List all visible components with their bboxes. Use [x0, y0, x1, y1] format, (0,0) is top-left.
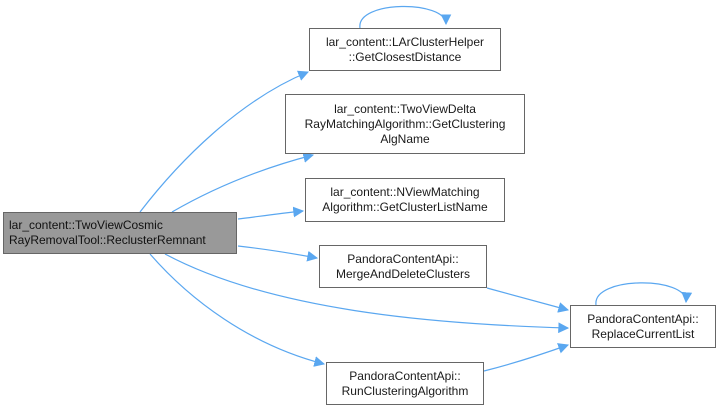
node-label-line: MergeAndDeleteClusters	[335, 266, 471, 281]
node-get-closest-distance[interactable]: lar_content::LArClusterHelper ::GetClose…	[309, 28, 501, 71]
edge-reclusterRemnant-to-mergeAndDeleteClusters	[237, 245, 319, 262]
edge-runClusteringAlgorithm-to-replaceCurrentList	[483, 343, 570, 372]
node-run-clustering-algorithm[interactable]: PandoraContentApi:: RunClusteringAlgorit…	[326, 362, 484, 405]
node-label-line: ::GetClosestDistance	[348, 49, 462, 64]
node-label-line: lar_content::LArClusterHelper	[325, 34, 485, 49]
node-label-line: lar_content::TwoViewCosmic	[9, 218, 163, 232]
node-get-clustering-alg-name[interactable]: lar_content::TwoViewDelta RayMatchingAlg…	[285, 94, 525, 154]
edge-reclusterRemnant-to-replaceCurrentList	[164, 253, 570, 334]
edge-getClosestDistance-to-getClosestDistance	[359, 5, 452, 29]
node-label-line: PandoraContentApi::	[349, 368, 461, 383]
node-merge-and-delete-clusters[interactable]: PandoraContentApi:: MergeAndDeleteCluste…	[319, 245, 487, 288]
node-label-line: lar_content::TwoViewDelta	[334, 101, 476, 116]
node-label-line: PandoraContentApi::	[587, 311, 699, 326]
node-label-line: ReplaceCurrentList	[591, 326, 695, 341]
node-label-line: AlgName	[380, 131, 430, 146]
node-label-line: RayMatchingAlgorithm::GetClustering	[304, 116, 506, 131]
node-label-line: PandoraContentApi::	[347, 251, 459, 266]
node-get-cluster-list-name[interactable]: lar_content::NViewMatching Algorithm::Ge…	[305, 178, 505, 222]
edge-reclusterRemnant-to-getClusterListName	[237, 206, 305, 220]
node-recluster-remnant[interactable]: lar_content::TwoViewCosmic RayRemovalToo…	[3, 212, 237, 254]
node-label-line: Algorithm::GetClusterListName	[322, 200, 488, 214]
edge-replaceCurrentList-to-replaceCurrentList	[595, 282, 693, 306]
edge-reclusterRemnant-to-getClusteringAlgName	[171, 152, 315, 213]
edge-reclusterRemnant-to-getClosestDistance	[139, 70, 309, 213]
edge-reclusterRemnant-to-runClusteringAlgorithm	[149, 253, 326, 367]
node-label-line: RayRemovalTool::ReclusterRemnant	[9, 233, 206, 247]
node-replace-current-list[interactable]: PandoraContentApi:: ReplaceCurrentList	[570, 305, 716, 348]
node-label-line: RunClusteringAlgorithm	[341, 383, 469, 398]
edge-mergeAndDeleteClusters-to-replaceCurrentList	[486, 287, 570, 313]
node-label-line: lar_content::NViewMatching	[330, 185, 480, 199]
